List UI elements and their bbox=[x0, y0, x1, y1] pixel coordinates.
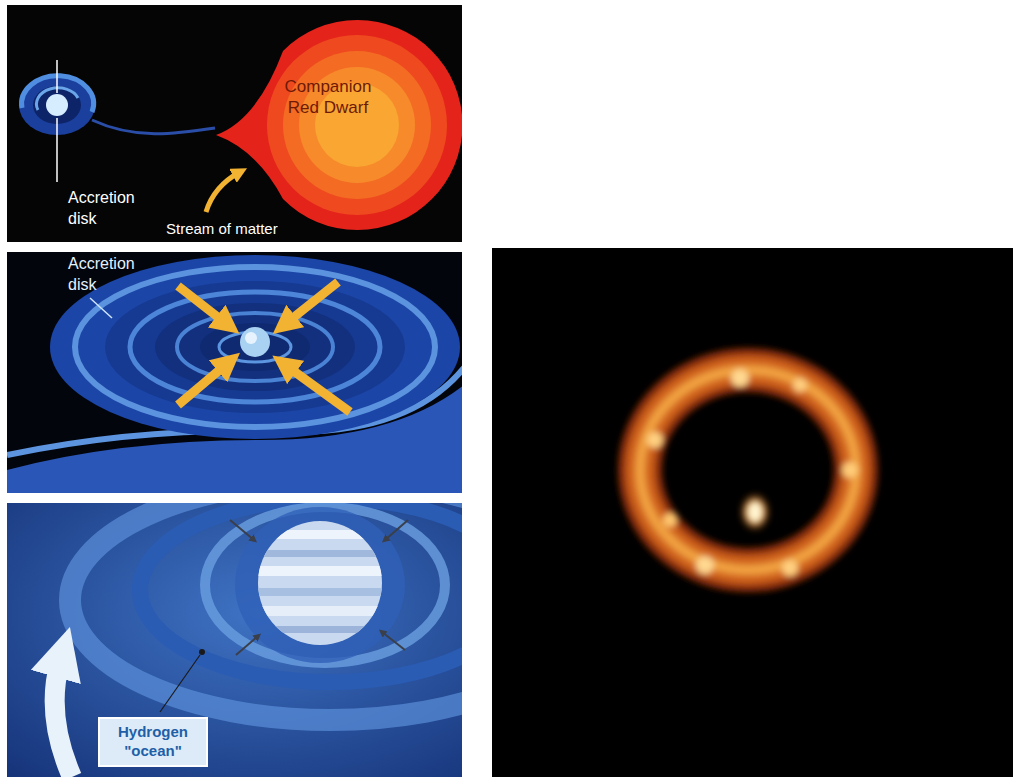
star-layer bbox=[283, 51, 431, 199]
accretion-disk-panel bbox=[7, 252, 462, 493]
hydrogen-ocean-panel bbox=[7, 503, 462, 777]
nova-shell-image bbox=[492, 248, 1013, 777]
disk-label: Accretion disk bbox=[68, 254, 158, 296]
star-layer bbox=[267, 35, 447, 215]
node-text: Companion Red Dwarf bbox=[272, 76, 384, 119]
teardrop-outline bbox=[212, 10, 462, 240]
node-text: Hydrogen "ocean" bbox=[106, 723, 200, 761]
disk-label: Accretion disk bbox=[68, 188, 140, 230]
stream-label: Stream of matter bbox=[166, 219, 278, 239]
red-dwarf-star: Companion Red Dwarf bbox=[212, 10, 462, 240]
binary-system-panel bbox=[7, 5, 462, 242]
star-envelope bbox=[216, 20, 462, 230]
callout-box: Hydrogen "ocean" bbox=[98, 717, 208, 767]
